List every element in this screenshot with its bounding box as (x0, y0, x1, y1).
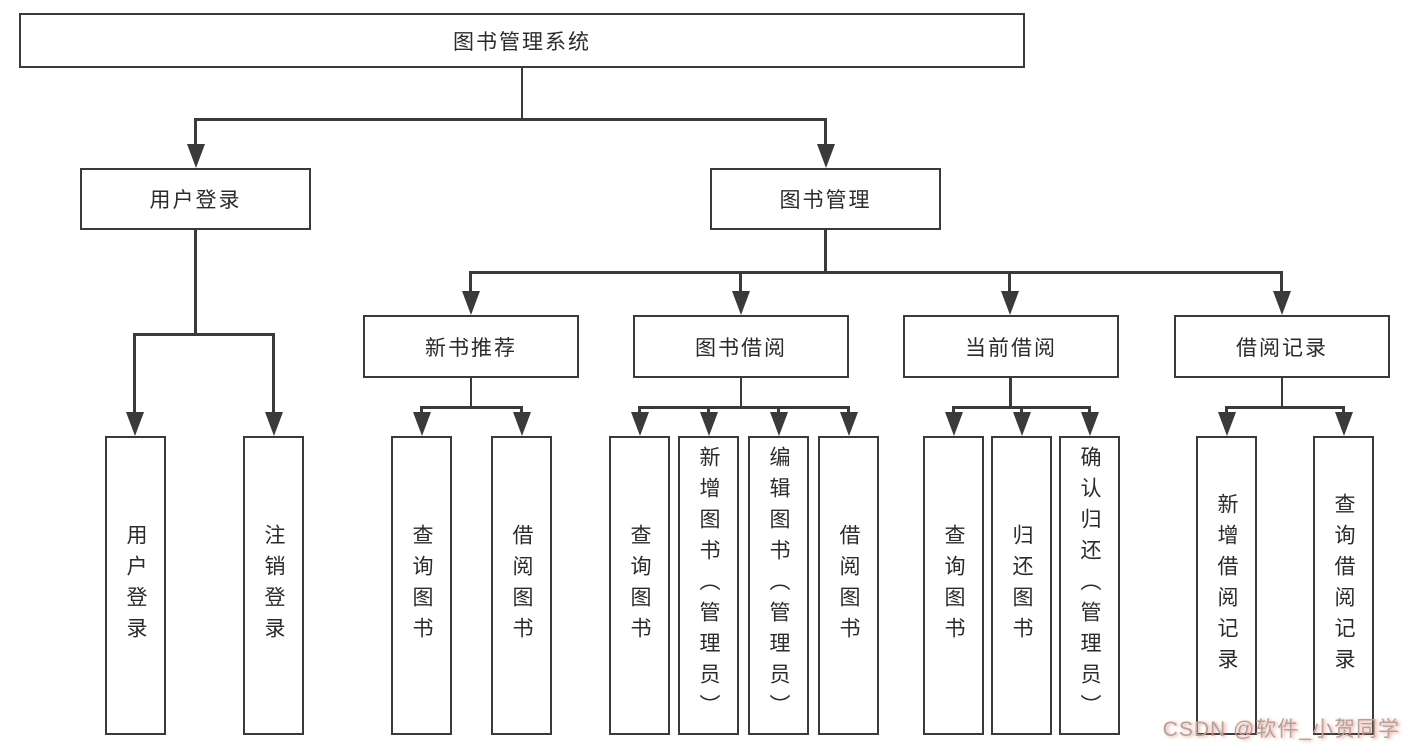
arrowhead-icon (1217, 412, 1236, 436)
connector-line (1008, 271, 1011, 293)
arrowhead-icon (1012, 412, 1031, 436)
leaf-query-books-borrow: 查询图书 (609, 436, 670, 735)
leaf-borrow-books-recommend: 借阅图书 (491, 436, 552, 735)
connector-line (952, 406, 955, 414)
connector-line (824, 118, 827, 148)
leaf-user-login: 用户登录 (105, 436, 166, 735)
arrowhead-icon (512, 412, 531, 436)
node-label: 借阅记录 (1236, 336, 1328, 360)
node-label: 新书推荐 (425, 336, 517, 360)
connector-line (824, 228, 827, 273)
node-label: 确认归还（管理员） (1078, 446, 1102, 725)
connector-line (1020, 406, 1023, 414)
node-new-book-recommend: 新书推荐 (363, 315, 579, 378)
connector-line (707, 406, 710, 414)
leaf-borrow-books: 借阅图书 (818, 436, 879, 735)
arrowhead-icon (1272, 291, 1291, 315)
arrowhead-icon (731, 291, 750, 315)
node-book-borrow: 图书借阅 (633, 315, 849, 378)
node-label: 当前借阅 (965, 336, 1057, 360)
node-current-borrow: 当前借阅 (903, 315, 1119, 378)
node-label: 用户登录 (124, 523, 148, 648)
connector-line (520, 406, 523, 414)
connector-line (133, 333, 275, 336)
arrowhead-icon (769, 412, 788, 436)
node-label: 新增图书（管理员） (697, 446, 721, 725)
arrowhead-icon (630, 412, 649, 436)
connector-line (1280, 271, 1283, 293)
arrowhead-icon (1080, 412, 1099, 436)
connector-line (847, 406, 850, 414)
node-label: 新增借阅记录 (1215, 492, 1239, 679)
arrowhead-icon (1000, 291, 1019, 315)
connector-line (194, 118, 827, 121)
node-label: 注销登录 (262, 523, 286, 648)
connector-line (420, 406, 423, 414)
node-library-management-system: 图书管理系统 (19, 13, 1025, 68)
connector-line (1009, 376, 1012, 408)
node-book-management: 图书管理 (710, 168, 941, 230)
arrowhead-icon (412, 412, 431, 436)
connector-line (469, 376, 473, 408)
node-label: 借阅图书 (837, 523, 861, 648)
leaf-query-borrow-record: 查询借阅记录 (1313, 436, 1374, 735)
node-label: 查询图书 (628, 523, 652, 648)
leaf-add-books-admin: 新增图书（管理员） (678, 436, 739, 735)
connector-line (194, 118, 197, 148)
node-label: 归还图书 (1010, 523, 1034, 648)
node-borrow-records: 借阅记录 (1174, 315, 1390, 378)
connector-line (1342, 406, 1345, 414)
node-label: 查询借阅记录 (1332, 492, 1356, 679)
connector-line (1088, 406, 1091, 414)
arrowhead-icon (839, 412, 858, 436)
connector-line (469, 271, 1283, 274)
arrowhead-icon (125, 412, 144, 436)
arrowhead-icon (816, 144, 835, 168)
node-label: 图书管理系统 (453, 30, 591, 54)
connector-line (739, 271, 742, 293)
node-label: 查询图书 (942, 523, 966, 648)
leaf-add-borrow-record: 新增借阅记录 (1196, 436, 1257, 735)
connector-line (1225, 406, 1228, 414)
connector-line (520, 66, 524, 121)
arrowhead-icon (944, 412, 963, 436)
connector-line (1225, 406, 1345, 409)
connector-line (1280, 376, 1284, 408)
connector-line (638, 406, 850, 409)
arrowhead-icon (461, 291, 480, 315)
connector-line (638, 406, 641, 414)
connector-line (133, 333, 136, 414)
connector-line (194, 228, 197, 335)
leaf-confirm-return-admin: 确认归还（管理员） (1059, 436, 1120, 735)
leaf-query-books-recommend: 查询图书 (391, 436, 452, 735)
node-label: 查询图书 (410, 523, 434, 648)
connector-line (469, 271, 472, 293)
connector-line (777, 406, 780, 414)
node-user-login: 用户登录 (80, 168, 311, 230)
leaf-query-books-current: 查询图书 (923, 436, 984, 735)
node-label: 用户登录 (149, 189, 242, 212)
leaf-logout: 注销登录 (243, 436, 304, 735)
node-label: 图书借阅 (695, 336, 787, 360)
connector-line (420, 406, 523, 409)
node-label: 图书管理 (779, 189, 872, 212)
csdn-watermark: CSDN @软件_小贺同学 (1162, 718, 1400, 741)
arrowhead-icon (186, 144, 205, 168)
arrowhead-icon (264, 412, 283, 436)
node-label: 借阅图书 (510, 523, 534, 648)
leaf-edit-books-admin: 编辑图书（管理员） (748, 436, 809, 735)
node-label: 编辑图书（管理员） (767, 446, 791, 725)
connector-line (739, 376, 743, 408)
arrowhead-icon (699, 412, 718, 436)
arrowhead-icon (1334, 412, 1353, 436)
leaf-return-books: 归还图书 (991, 436, 1052, 735)
connector-line (272, 333, 275, 414)
